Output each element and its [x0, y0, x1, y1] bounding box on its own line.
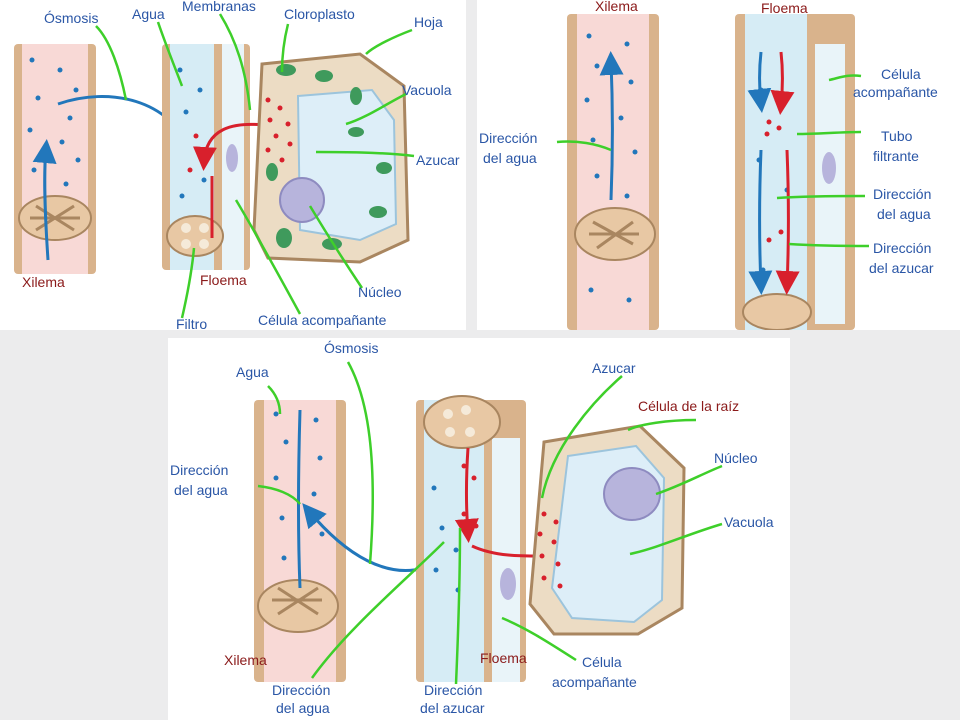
leaf-sugar-dots: [265, 97, 293, 163]
stem-diagram-drawing: [556, 14, 870, 330]
label-sugar-direction-bottom-1: Dirección: [424, 682, 483, 698]
root-sugar-dots: [537, 511, 563, 589]
label-water: Agua: [236, 364, 269, 380]
xylem-water-dots: [27, 57, 81, 187]
xylem-vessel: [14, 44, 96, 274]
label-water-direction-right-2: del agua: [877, 206, 931, 222]
label-phloem: Floema: [200, 272, 247, 288]
label-xylem: Xilema: [22, 274, 65, 290]
label-phloem: Floema: [761, 0, 808, 16]
label-membranes: Membranas: [182, 0, 256, 14]
label-water-direction-bottom-2: del agua: [276, 700, 330, 716]
label-sieve-tube-1: Tubo: [881, 128, 913, 144]
label-sieve-tube-2: filtrante: [873, 148, 919, 164]
label-vacuole: Vacuola: [402, 82, 452, 98]
label-leaf: Hoja: [414, 14, 443, 30]
xylem-up-arrow: [599, 51, 624, 201]
osmosis-arrow: [302, 503, 425, 572]
label-water-direction-1: Dirección: [170, 462, 229, 478]
xylem-up-arrow: [297, 409, 302, 589]
label-sugar-direction-bottom-2: del azucar: [420, 700, 485, 716]
leaf-cell: [252, 52, 410, 264]
panel-stem-diagram: Xilema Floema Célula acompañante Tubo fi…: [477, 0, 960, 330]
phloem-water-dots: [177, 67, 207, 199]
phloem-tube: [416, 395, 526, 682]
leader-lines: [95, 13, 415, 319]
label-water-direction-left-1: Dirección: [479, 130, 538, 146]
label-vacuole: Vacuola: [724, 514, 774, 530]
label-chloroplast: Cloroplasto: [284, 6, 355, 22]
phloem-sugar-arrow-2: [775, 149, 800, 295]
phloem-tube: [735, 14, 855, 330]
panel-root-diagram: Ósmosis Agua Azucar Célula de la raíz Nú…: [168, 338, 790, 720]
xylem-water-dots: [584, 33, 638, 303]
leaf-diagram-drawing: [14, 13, 415, 319]
xylem-up-arrow: [32, 139, 57, 261]
label-companion-cell: Célula acompañante: [258, 312, 387, 328]
label-xylem: Xilema: [595, 0, 638, 14]
leader-lines: [257, 361, 723, 685]
label-companion-cell-2: acompañante: [853, 84, 938, 100]
phloem-sugar-down-arrow: [454, 447, 479, 543]
label-filter: Filtro: [176, 316, 208, 332]
label-water-direction-bottom-1: Dirección: [272, 682, 331, 698]
label-osmosis: Ósmosis: [44, 10, 99, 26]
label-nucleus: Núcleo: [714, 450, 758, 466]
label-water-direction-right-1: Dirección: [873, 186, 932, 202]
label-xylem: Xilema: [224, 652, 267, 668]
label-sugar: Azucar: [416, 152, 460, 168]
root-cell: [528, 424, 686, 636]
phloem-sugar-arrow: [770, 51, 795, 115]
label-nucleus: Núcleo: [358, 284, 402, 300]
label-water: Agua: [132, 6, 165, 22]
label-companion-cell-1: Célula: [582, 654, 622, 670]
label-sugar-direction-2: del azucar: [869, 260, 934, 276]
label-root-cell: Célula de la raíz: [638, 398, 740, 414]
label-sugar-direction-1: Dirección: [873, 240, 932, 256]
phloem-water-arrow-2: [748, 149, 773, 295]
phloem-sugar-dots: [764, 119, 784, 243]
label-osmosis: Ósmosis: [324, 340, 379, 356]
label-water-direction-left-2: del agua: [483, 150, 537, 166]
label-companion-cell-2: acompañante: [552, 674, 637, 690]
leader-lines: [556, 74, 870, 248]
label-phloem: Floema: [480, 650, 527, 666]
label-sugar: Azucar: [592, 360, 636, 376]
panel-leaf-diagram: Ósmosis Agua Membranas Cloroplasto Hoja …: [0, 0, 466, 332]
phloem-water-arrow: [747, 51, 772, 113]
root-diagram-drawing: [254, 361, 723, 685]
xylem-water-dots: [273, 411, 325, 561]
label-companion-cell-1: Célula: [881, 66, 921, 82]
label-water-direction-2: del agua: [174, 482, 228, 498]
